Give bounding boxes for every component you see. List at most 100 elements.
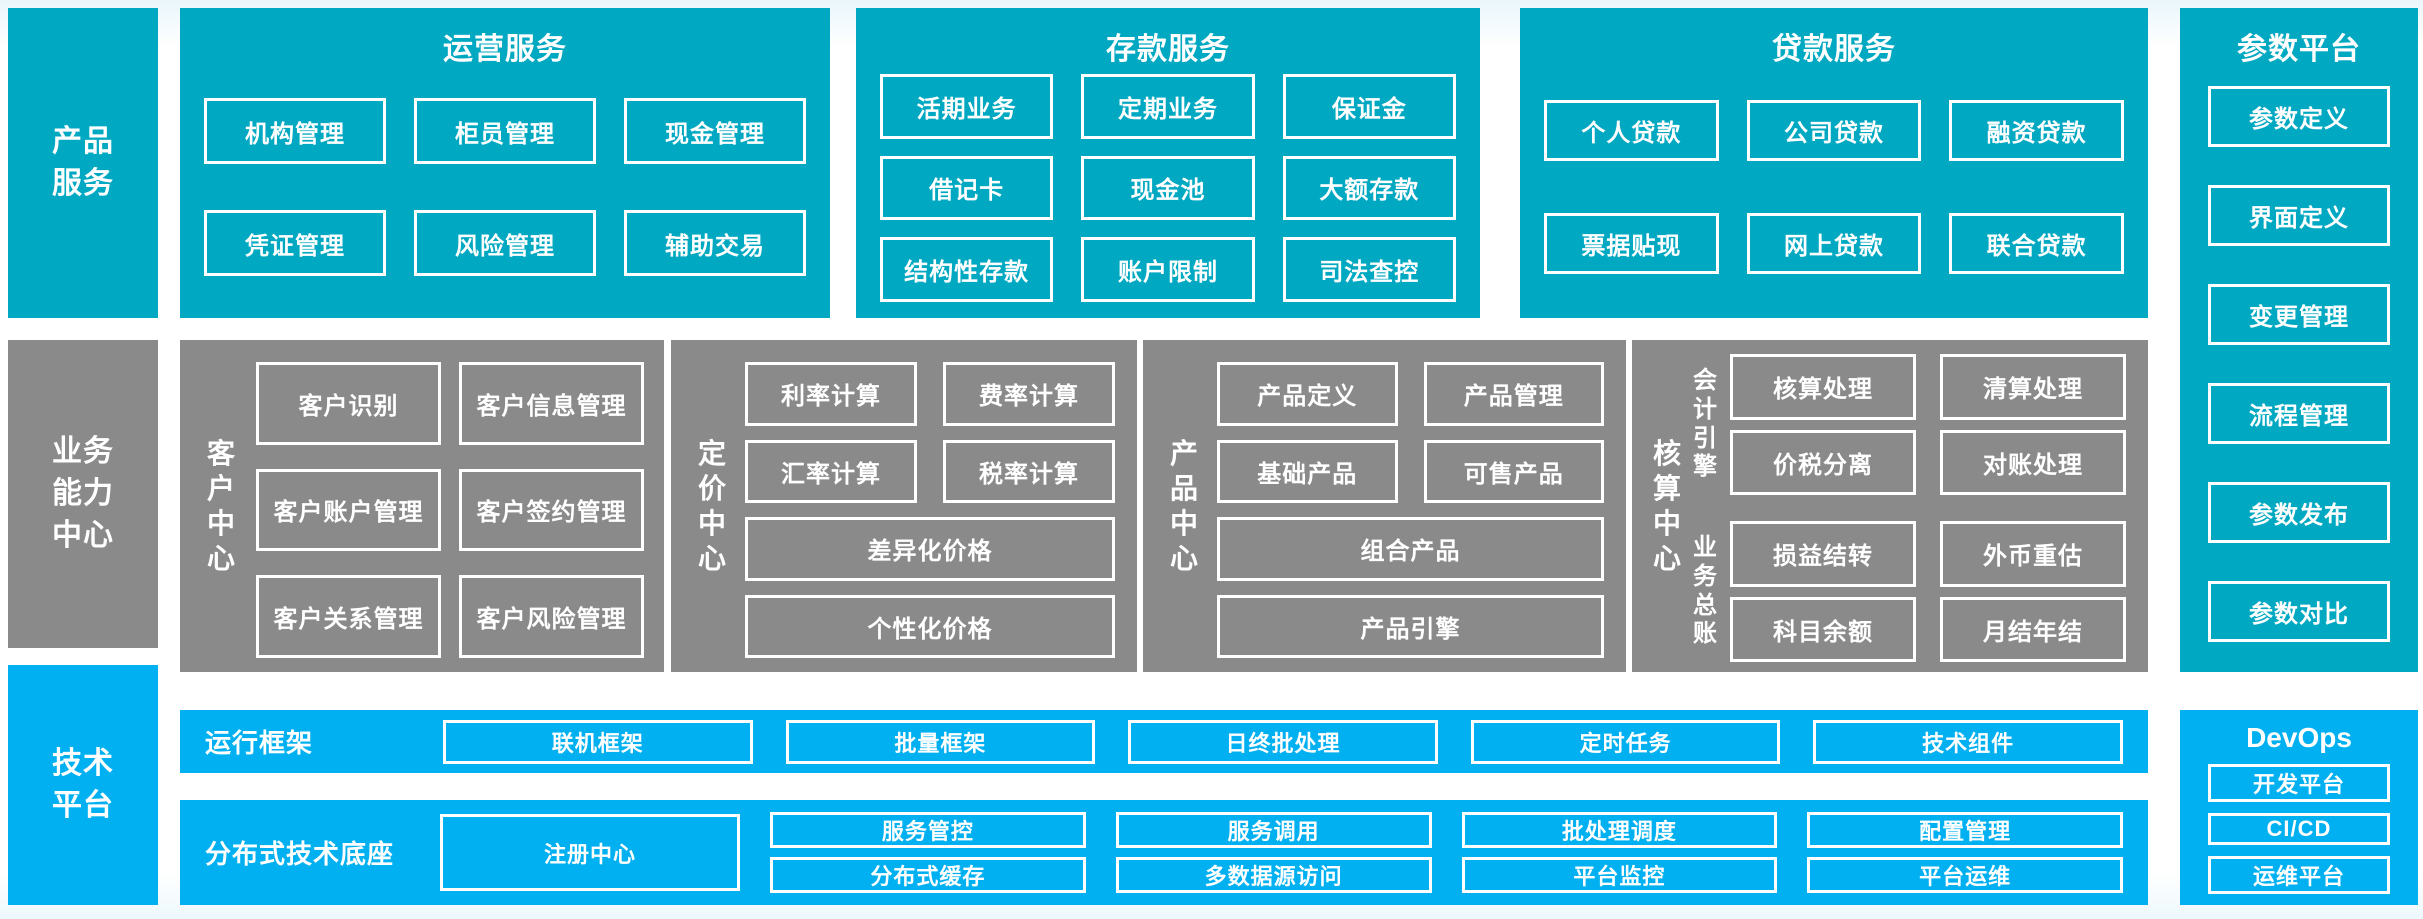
- diagram-box: 司法查控: [1282, 237, 1456, 302]
- diagram-box: 运维平台: [2208, 856, 2390, 894]
- diagram-box: 参数对比: [2208, 581, 2390, 642]
- diagram-box: 价税分离: [1730, 429, 1916, 495]
- sidebar-product-services-label: 产品服务: [52, 125, 114, 200]
- diagram-box: 公司贷款: [1746, 100, 1922, 161]
- business-ledger-group: 业务总账 损益结转 外币重估 科目余额 月结年结: [1692, 521, 2126, 662]
- operations-services-title: 运营服务: [443, 33, 567, 66]
- diagram-box: 对账处理: [1940, 429, 2126, 495]
- diagram-box: 开发平台: [2208, 764, 2390, 802]
- deposit-box-grid: 活期业务 定期业务 保证金 借记卡 现金池 大额存款 结构性存款 账户限制 司法…: [856, 60, 1480, 318]
- accounting-center-label: 核算中心: [1652, 438, 1681, 574]
- panel-operations-services: 运营服务 机构管理 柜员管理 现金管理 凭证管理 风险管理 辅助交易: [180, 8, 830, 318]
- diagram-box: 现金管理: [624, 98, 806, 164]
- business-ledger-label: 业务总账: [1693, 533, 1717, 648]
- distributed-base-column: 批处理调度 平台监控: [1461, 812, 1778, 893]
- operations-box-grid: 机构管理 柜员管理 现金管理 凭证管理 风险管理 辅助交易: [180, 70, 830, 318]
- diagram-box: 辅助交易: [624, 210, 806, 276]
- devops-box-list: 开发平台 CI/CD 运维平台: [2180, 754, 2418, 905]
- diagram-box: 批量框架: [785, 719, 1096, 764]
- diagram-box: 票据贴现: [1544, 213, 1719, 274]
- pricing-box-grid: 利率计算 费率计算 汇率计算 税率计算 差异化价格 个性化价格: [727, 340, 1137, 672]
- diagram-box: 大额存款: [1282, 155, 1456, 221]
- diagram-box: 客户账户管理: [256, 468, 441, 552]
- diagram-box: 配置管理: [1807, 812, 2123, 848]
- diagram-box: 流程管理: [2208, 383, 2390, 444]
- diagram-box: 清算处理: [1940, 354, 2126, 420]
- panel-customer-center: 客户中心 客户识别 客户信息管理 客户账户管理 客户签约管理 客户关系管理 客户…: [180, 340, 664, 672]
- diagram-box: 机构管理: [204, 98, 386, 164]
- diagram-box: 界面定义: [2208, 185, 2390, 246]
- diagram-box: 服务调用: [1115, 812, 1432, 848]
- diagram-box: 平台监控: [1461, 857, 1778, 893]
- diagram-box: 客户识别: [256, 362, 441, 445]
- panel-pricing-center: 定价中心 利率计算 费率计算 汇率计算 税率计算 差异化价格 个性化价格: [671, 340, 1137, 672]
- diagram-box: 多数据源访问: [1115, 857, 1432, 893]
- diagram-box: 技术组件: [1813, 719, 2123, 764]
- run-framework-label: 运行框架: [205, 728, 314, 758]
- diagram-box: 客户风险管理: [459, 575, 644, 658]
- diagram-box: 活期业务: [880, 74, 1054, 139]
- loan-services-title: 贷款服务: [1772, 33, 1896, 66]
- customer-center-label: 客户中心: [206, 438, 235, 574]
- diagram-box: 凭证管理: [204, 210, 386, 276]
- diagram-box: 现金池: [1081, 155, 1255, 221]
- diagram-box: 核算处理: [1730, 354, 1916, 420]
- diagram-box: 汇率计算: [745, 439, 917, 503]
- diagram-box: 差异化价格: [745, 517, 1115, 581]
- panel-loan-services: 贷款服务 个人贷款 公司贷款 融资贷款 票据贴现 网上贷款 联合贷款: [1520, 8, 2148, 318]
- diagram-box: 产品管理: [1423, 362, 1604, 426]
- loan-box-grid: 个人贷款 公司贷款 融资贷款 票据贴现 网上贷款 联合贷款: [1520, 70, 2148, 318]
- diagram-box: 参数定义: [2208, 86, 2390, 147]
- diagram-box: 损益结转: [1730, 521, 1916, 587]
- diagram-box: 风险管理: [414, 210, 596, 276]
- diagram-box: 参数发布: [2208, 482, 2390, 543]
- diagram-box: 利率计算: [745, 362, 917, 426]
- distributed-base-column: 服务管控 分布式缓存: [770, 812, 1086, 893]
- diagram-box: 批处理调度: [1461, 812, 1778, 848]
- diagram-box: 客户签约管理: [459, 468, 644, 552]
- diagram-box: 定时任务: [1470, 719, 1781, 764]
- business-ledger-box-grid: 损益结转 外币重估 科目余额 月结年结: [1730, 521, 2126, 662]
- customer-box-grid: 客户识别 客户信息管理 客户账户管理 客户签约管理 客户关系管理 客户风险管理: [236, 340, 664, 672]
- diagram-box: 日终批处理: [1128, 719, 1438, 764]
- bar-distributed-base: 分布式技术底座 注册中心 服务管控 分布式缓存 服务调用 多数据源访问 批处理调…: [180, 800, 2148, 905]
- diagram-box: 组合产品: [1217, 517, 1604, 581]
- devops-title: DevOps: [2246, 722, 2352, 753]
- diagram-box: 借记卡: [880, 155, 1054, 221]
- diagram-box: 变更管理: [2208, 284, 2390, 345]
- panel-product-center: 产品中心 产品定义 产品管理 基础产品 可售产品 组合产品 产品引擎: [1143, 340, 1626, 672]
- diagram-box: 基础产品: [1217, 439, 1398, 503]
- diagram-box: 个人贷款: [1544, 100, 1719, 161]
- deposit-services-title: 存款服务: [1106, 33, 1230, 66]
- accounting-engine-group: 会计引擎 核算处理 清算处理 价税分离 对账处理: [1692, 354, 2126, 495]
- diagram-box: 外币重估: [1940, 521, 2126, 587]
- diagram-box: CI/CD: [2208, 813, 2390, 845]
- distributed-base-label: 分布式技术底座: [205, 839, 395, 869]
- diagram-box: 费率计算: [943, 362, 1115, 426]
- diagram-box: 税率计算: [943, 439, 1115, 503]
- bar-run-framework: 运行框架 联机框架 批量框架 日终批处理 定时任务 技术组件: [180, 710, 2148, 773]
- diagram-box: 账户限制: [1081, 237, 1255, 302]
- diagram-box: 产品定义: [1217, 362, 1398, 426]
- panel-accounting-center: 核算中心 会计引擎 核算处理 清算处理 价税分离 对账处理 业务总账 损益结转 …: [1632, 340, 2148, 672]
- diagram-box: 平台运维: [1807, 857, 2123, 893]
- sidebar-product-services: 产品服务: [8, 8, 158, 318]
- diagram-box: 结构性存款: [880, 237, 1054, 302]
- diagram-box: 产品引擎: [1217, 594, 1604, 658]
- sidebar-business-capability-label: 业务能力中心: [52, 435, 114, 552]
- diagram-box: 可售产品: [1423, 439, 1604, 503]
- product-center-label: 产品中心: [1169, 438, 1198, 574]
- sidebar-tech-platform: 技术平台: [8, 665, 158, 905]
- diagram-box: 柜员管理: [414, 98, 596, 164]
- sidebar-tech-platform-label: 技术平台: [52, 747, 114, 822]
- diagram-box: 联合贷款: [1949, 213, 2124, 274]
- parameter-box-list: 参数定义 界面定义 变更管理 流程管理 参数发布 参数对比: [2180, 64, 2418, 672]
- panel-deposit-services: 存款服务 活期业务 定期业务 保证金 借记卡 现金池 大额存款 结构性存款 账户…: [856, 8, 1480, 318]
- diagram-box: 分布式缓存: [770, 857, 1086, 893]
- accounting-content: 会计引擎 核算处理 清算处理 价税分离 对账处理 业务总账 损益结转 外币重估 …: [1682, 340, 2148, 672]
- parameter-platform-title: 参数平台: [2237, 33, 2361, 66]
- diagram-box: 客户信息管理: [459, 362, 644, 445]
- diagram-box: 科目余额: [1730, 596, 1916, 662]
- diagram-box: 保证金: [1282, 74, 1456, 139]
- accounting-engine-box-grid: 核算处理 清算处理 价税分离 对账处理: [1730, 354, 2126, 495]
